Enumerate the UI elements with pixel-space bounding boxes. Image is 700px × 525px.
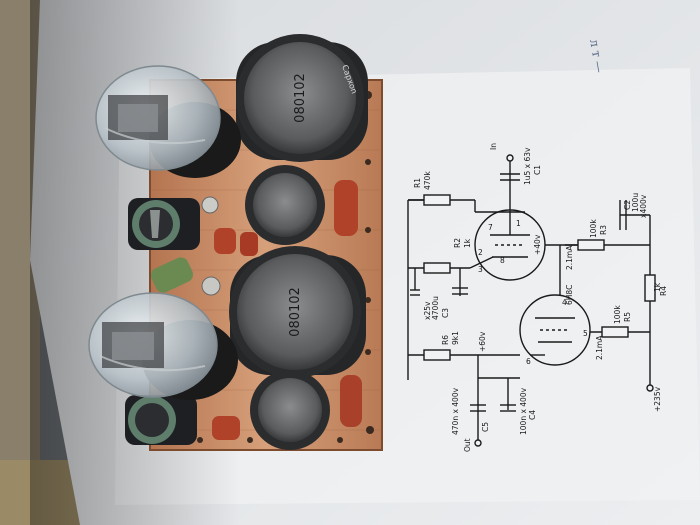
r2-symbol <box>423 262 451 274</box>
output-terminal <box>474 439 482 447</box>
label-current-1: 2.1mA <box>565 245 574 270</box>
pin-7: 7 <box>488 223 493 232</box>
vacuum-tube-bottom <box>88 292 238 400</box>
pin-1: 1 <box>516 219 521 228</box>
pin-2: 2 <box>478 248 483 257</box>
label-r1-name: R1 <box>413 178 422 188</box>
supply-terminal <box>646 384 654 392</box>
pin-6: 6 <box>526 357 531 366</box>
label-r6-value: 9k1 <box>451 331 460 345</box>
label-in: In <box>489 143 498 150</box>
medium-capacitor-middle <box>245 165 325 245</box>
label-r2-value: 1k <box>463 238 472 248</box>
label-c3-rating: x25v <box>423 301 432 320</box>
label-c2-name: C2 <box>623 200 632 210</box>
label-r2-name: R2 <box>453 238 462 248</box>
pin-3: 3 <box>478 265 483 274</box>
r6-symbol <box>423 349 451 361</box>
label-current-2: 2.1mA <box>595 335 604 360</box>
label-r4-value: 1k <box>653 282 662 292</box>
green-capacitor <box>151 257 193 293</box>
label-c4-name: C4 <box>528 410 537 420</box>
red-film-capacitors <box>212 180 362 440</box>
label-r3-value: 100k <box>589 219 598 238</box>
label-c4-value: 100n x 400v <box>519 387 528 435</box>
r3-symbol <box>577 239 605 251</box>
capacitor-label-top: 080102 <box>293 73 308 123</box>
label-v235: +235v <box>653 386 662 412</box>
small-capacitor-bottom <box>125 395 197 445</box>
label-r5-value: 100k <box>613 305 622 324</box>
pin-5: 5 <box>583 329 588 338</box>
label-c2-value: 100u <box>631 193 640 212</box>
trimmer <box>201 276 221 296</box>
input-terminal <box>506 154 514 162</box>
label-tube-type: 6H8C <box>565 285 574 305</box>
handwriting: л т — <box>587 38 607 74</box>
vacuum-tube-top <box>95 65 241 178</box>
r4-symbol <box>644 274 656 302</box>
large-capacitor-bottom: 080102 <box>229 246 366 378</box>
tube-2-symbol <box>519 294 591 366</box>
label-r1-value: 470k <box>423 171 432 190</box>
label-c1-value: 1u5 x 63v <box>523 147 532 185</box>
medium-capacitor-bottom <box>250 370 330 450</box>
label-c3-value: 4700u <box>431 296 440 320</box>
label-r4-name: R4 <box>659 286 668 296</box>
label-v60: +60v <box>478 331 487 352</box>
trimmer-2 <box>201 196 219 214</box>
small-capacitor-top <box>128 198 200 250</box>
label-c2-rating: x400v <box>639 194 648 218</box>
pin-8: 8 <box>500 256 505 265</box>
label-r5-name: R5 <box>623 312 632 322</box>
r5-symbol <box>601 326 629 338</box>
label-v40: +40v <box>533 234 542 255</box>
schematic-labels: In C1 1u5 x 63v R1 470k R2 1k C3 4700u x… <box>413 143 668 452</box>
label-out: Out <box>463 438 472 452</box>
label-c1-name: C1 <box>533 165 542 175</box>
capacitor-label-bottom: 080102 <box>288 287 303 337</box>
label-c3-name: C3 <box>441 308 450 318</box>
label-c5-name: C5 <box>481 422 490 432</box>
r1-symbol <box>423 194 451 206</box>
label-r6-name: R6 <box>441 335 450 345</box>
pin-4: 4 <box>562 298 567 307</box>
large-capacitor-top: 080102 Capxon <box>236 34 368 162</box>
label-c5-value: 470n x 400v <box>451 387 460 435</box>
schematic-diagram <box>407 154 656 447</box>
label-r3-name: R3 <box>599 225 608 235</box>
